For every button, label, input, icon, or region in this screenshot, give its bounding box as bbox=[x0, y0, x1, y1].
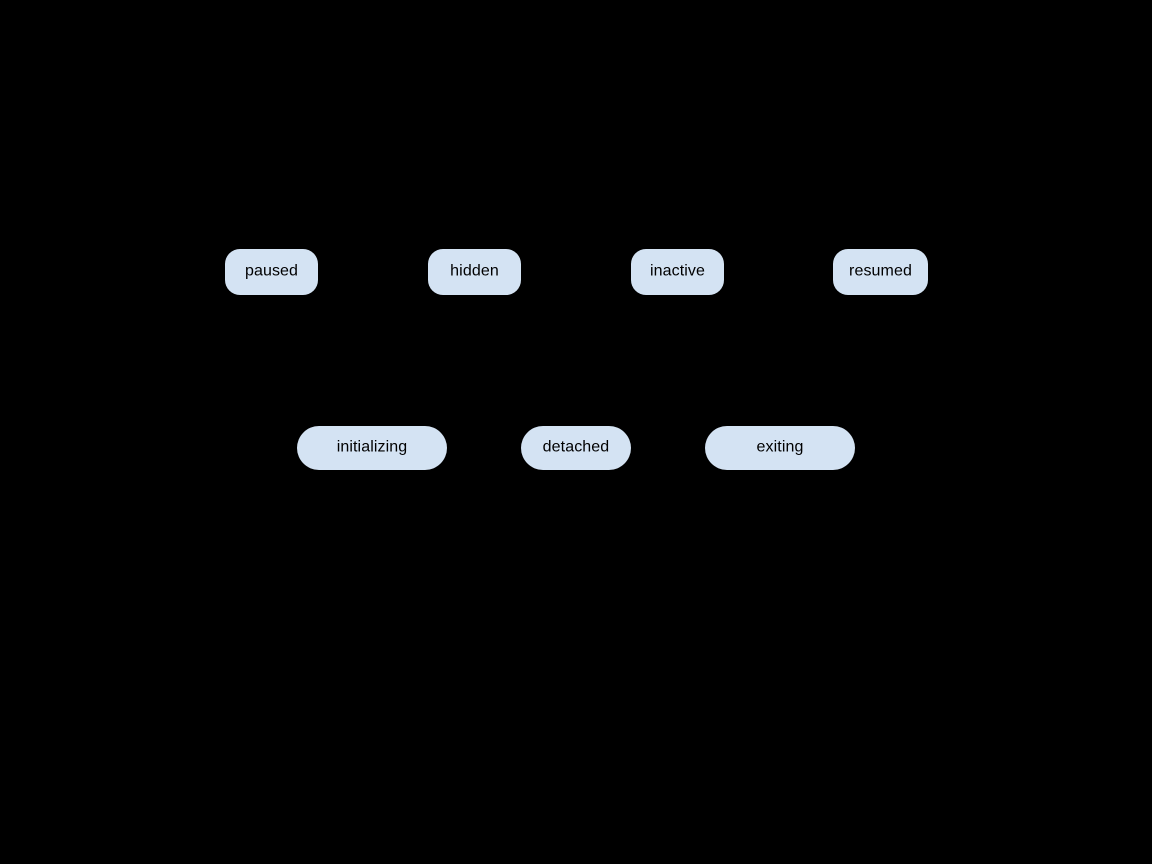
state-node-paused[interactable]: paused bbox=[225, 249, 318, 295]
state-node-exiting[interactable]: exiting bbox=[705, 426, 855, 470]
state-node-label: resumed bbox=[849, 262, 912, 280]
state-node-initializing[interactable]: initializing bbox=[297, 426, 447, 470]
state-node-label: initializing bbox=[336, 438, 408, 456]
state-node-label: inactive bbox=[649, 262, 706, 280]
state-node-label: detached bbox=[542, 438, 610, 456]
state-node-label: exiting bbox=[756, 438, 804, 456]
state-node-label: hidden bbox=[450, 262, 499, 280]
state-node-detached[interactable]: detached bbox=[521, 426, 631, 470]
state-node-hidden[interactable]: hidden bbox=[428, 249, 521, 295]
state-node-resumed[interactable]: resumed bbox=[833, 249, 928, 295]
state-node-label: paused bbox=[244, 262, 299, 280]
state-node-inactive[interactable]: inactive bbox=[631, 249, 724, 295]
